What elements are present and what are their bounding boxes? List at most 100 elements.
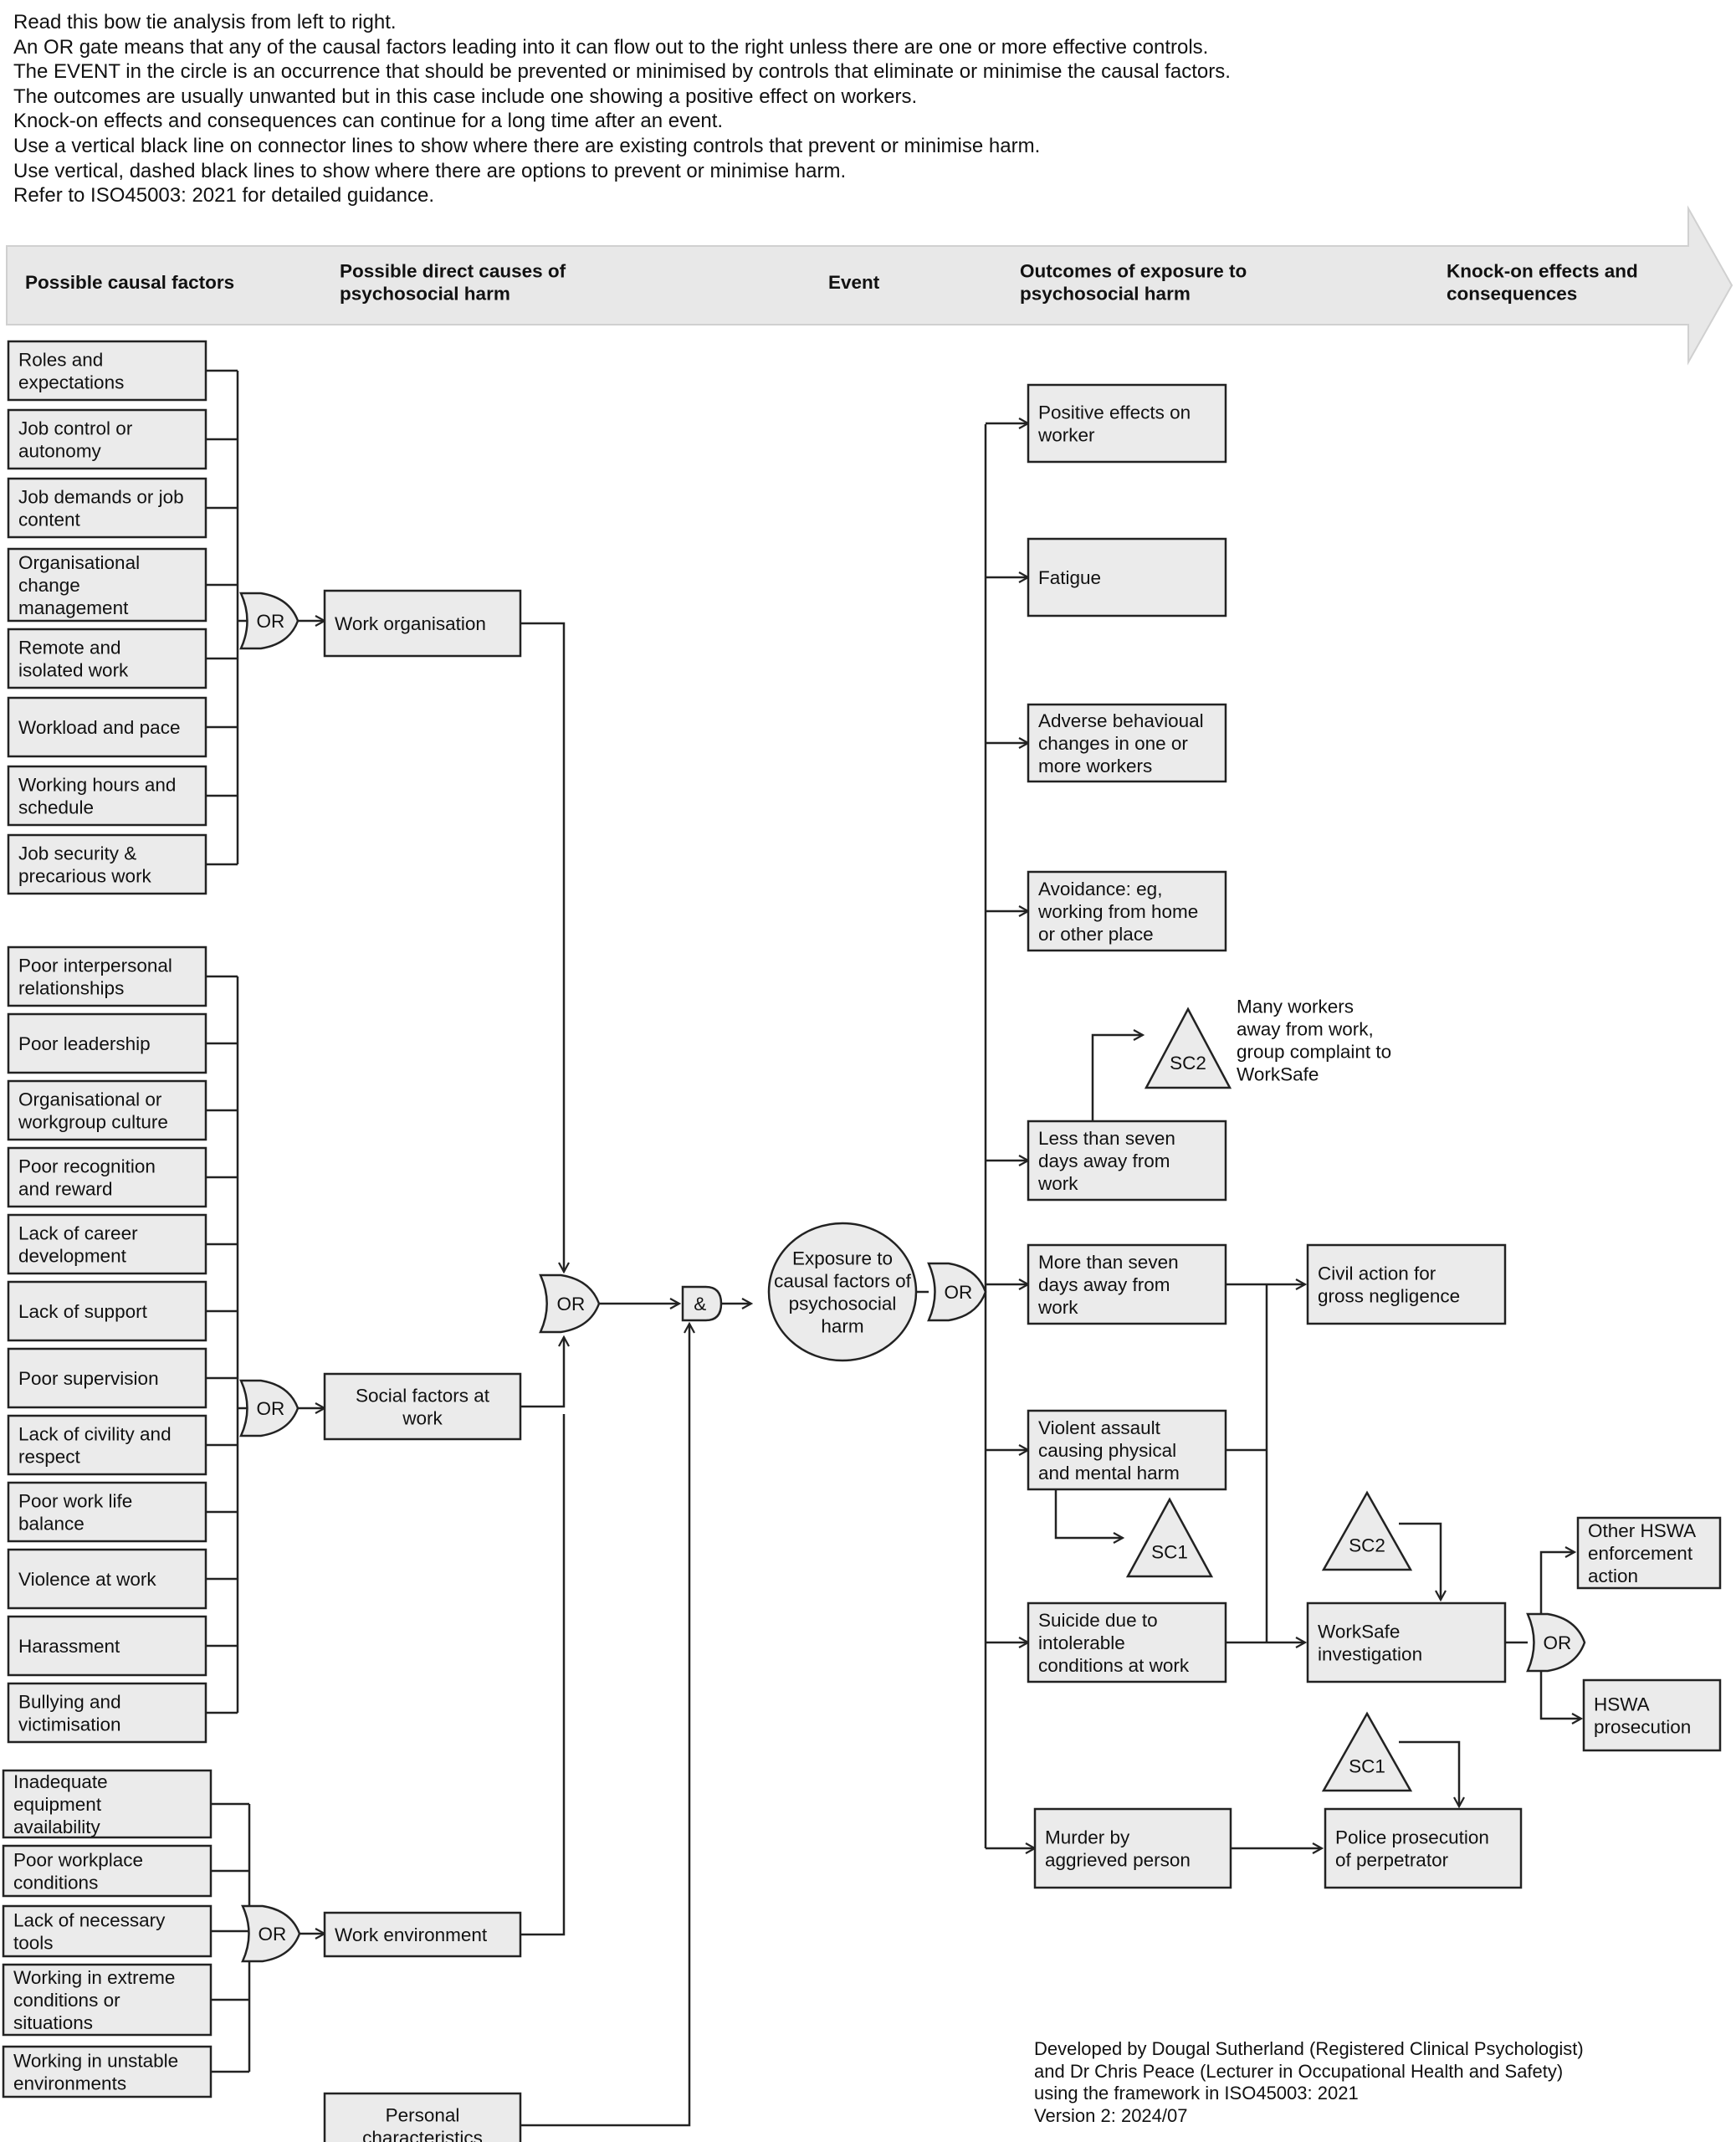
police-prosecution-box bbox=[1324, 1807, 1523, 1889]
worksafe-investigation-box bbox=[1306, 1601, 1507, 1683]
sc1-triangle bbox=[1321, 1711, 1413, 1792]
or-gate bbox=[239, 1379, 300, 1437]
causal-factor-box bbox=[7, 340, 207, 402]
outcome-box bbox=[1027, 1601, 1227, 1683]
outcome-box bbox=[1027, 383, 1227, 464]
causal-factor-box bbox=[7, 765, 207, 827]
credit-block: Developed by Dougal Sutherland (Register… bbox=[1034, 2038, 1584, 2127]
or-gate bbox=[241, 1904, 301, 1963]
outcome-or-gate-label: OR bbox=[944, 1282, 972, 1303]
instructions: Read this bow tie analysis from left to … bbox=[13, 10, 1436, 208]
instruction-line: Read this bow tie analysis from left to … bbox=[13, 11, 397, 33]
causal-factor-box-label: Poor supervision bbox=[18, 1368, 159, 1389]
causal-factor-box bbox=[2, 1904, 213, 1958]
instruction-line: Refer to ISO45003: 2021 for detailed gui… bbox=[13, 184, 435, 208]
credit-line: using the framework in ISO45003: 2021 bbox=[1034, 2083, 1359, 2104]
outcome-box bbox=[1027, 703, 1227, 783]
causal-factor-box bbox=[7, 1481, 207, 1543]
gate-to-hswa-prosecution bbox=[1539, 1666, 1581, 1719]
social-factors-connector bbox=[520, 1337, 564, 1408]
causal-factor-box bbox=[7, 833, 207, 895]
direct-cause-box bbox=[323, 1911, 522, 1958]
causal-factor-box-label: Workload and pace bbox=[18, 717, 180, 738]
causal-factor-box bbox=[2, 1769, 213, 1839]
outcome-box bbox=[1027, 870, 1227, 952]
instruction-line: Knock-on effects and consequences can co… bbox=[13, 110, 724, 133]
work-organisation-connector bbox=[520, 622, 564, 1272]
instruction-line: The outcomes are usually unwanted but in… bbox=[13, 85, 918, 108]
personal-characteristics-box bbox=[323, 2092, 522, 2142]
causal-factor-box bbox=[7, 1079, 207, 1141]
instruction-line: The EVENT in the circle is an occurrence… bbox=[13, 60, 1231, 84]
direct-cause-box-label: Work environment bbox=[335, 1924, 488, 1945]
instruction-line: Use vertical, dashed black lines to show… bbox=[13, 159, 847, 182]
work-environment-connector bbox=[520, 1414, 566, 1936]
personal-to-and-connector bbox=[520, 1324, 689, 2127]
instruction-line: Use a vertical black line on connector l… bbox=[13, 134, 1041, 157]
outcome-or-gate bbox=[927, 1262, 987, 1322]
sc1-triangle-label: SC1 bbox=[1349, 1756, 1385, 1777]
outcome-box bbox=[1027, 1120, 1227, 1202]
or-gate-label: OR bbox=[258, 1924, 286, 1945]
causal-factor-box bbox=[7, 945, 207, 1007]
causal-factor-box bbox=[7, 1146, 207, 1208]
direct-cause-box bbox=[323, 589, 522, 658]
causal-factor-box bbox=[2, 1963, 213, 2037]
hswa-prosecution-box bbox=[1582, 1678, 1722, 1752]
header-causal-factors: Possible causal factors bbox=[25, 272, 234, 293]
header-arrow-band bbox=[6, 205, 1733, 366]
causal-factor-box bbox=[7, 408, 207, 470]
sc2-triangle-label: SC2 bbox=[1170, 1053, 1206, 1074]
and-gate-label: & bbox=[694, 1294, 706, 1314]
causal-factor-box bbox=[7, 628, 207, 689]
causal-factor-box bbox=[7, 1682, 207, 1744]
center-or-gate-label: OR bbox=[557, 1294, 586, 1314]
causal-factor-box bbox=[7, 1012, 207, 1074]
event-circle bbox=[767, 1222, 918, 1362]
sc1-to-police bbox=[1399, 1740, 1459, 1806]
and-gate bbox=[681, 1285, 723, 1322]
or-gate bbox=[239, 592, 300, 650]
causal-factor-box bbox=[2, 1844, 213, 1898]
credit-line: Version 2: 2024/07 bbox=[1034, 2104, 1188, 2126]
causal-factor-box bbox=[7, 1615, 207, 1677]
or-gate-label: OR bbox=[256, 611, 284, 632]
credit-line: and Dr Chris Peace (Lecturer in Occupati… bbox=[1034, 2060, 1564, 2082]
causal-factor-box-label: Harassment bbox=[18, 1636, 120, 1657]
causal-factor-box bbox=[7, 547, 207, 623]
causal-factor-box bbox=[2, 2045, 213, 2098]
sc2-to-worksafe bbox=[1399, 1522, 1441, 1600]
causal-factor-box-label: Lack of support bbox=[18, 1301, 148, 1322]
violent-assault-to-sc1 bbox=[1054, 1489, 1123, 1538]
direct-cause-box-label: Work organisation bbox=[335, 613, 486, 634]
header-event: Event bbox=[828, 272, 880, 293]
causal-factor-box-label: Poor leadership bbox=[18, 1033, 151, 1054]
causal-factor-box bbox=[7, 1280, 207, 1342]
